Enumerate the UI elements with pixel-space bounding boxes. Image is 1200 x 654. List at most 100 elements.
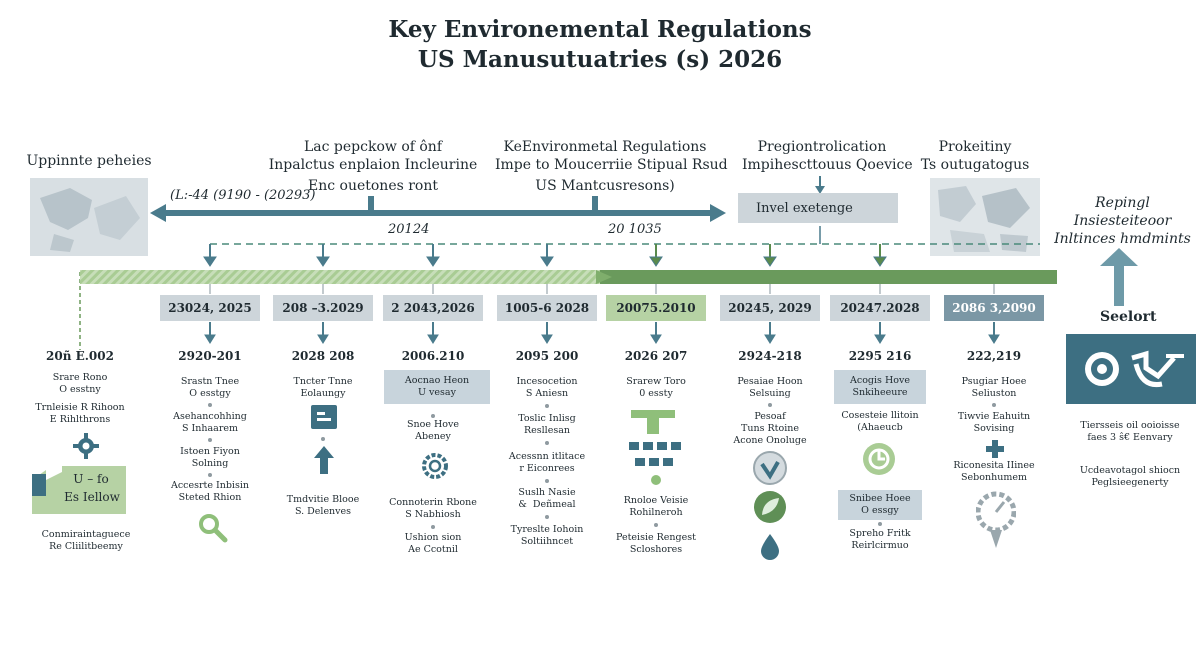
diagram-subtitle: US Manusutuatries (s) 2026 [417,46,783,73]
checkmark-badge-icon [752,450,788,486]
left-column-item-2: Trnleisie R Rihoon E Rihlthrons [35,402,125,425]
us-map-left-image [30,178,148,260]
col-5-item-1: Srarew Toro 0 essty [626,376,686,399]
header-right-line-1: Repingl [1095,195,1150,211]
col-2-item-2: Tmdvitie Blooe S. Delenves [286,494,360,517]
upload-icon [314,446,334,474]
us-map-right-image [930,178,1040,260]
col-5-item-3: Peteisie Rengest Scloshores [616,532,696,555]
invel-exchange-label: Invel exetenge [756,200,853,216]
header-2-line-2: Impe to Moucerriie Stipual Rsud [495,157,728,173]
col-1-dot [208,473,212,477]
header-right-line-3: Inltinces hmdmints [1054,231,1191,247]
col-3-dot [431,414,435,418]
box-arrows [204,322,1000,344]
date-box-1: 23024, 2025 [160,295,260,321]
date-box-6: 20245, 2029 [720,295,820,321]
date-box-8: 2086 3,2090 [944,295,1044,321]
right-panel-text-2: Ucdeavotagol shiocn Peglsieegenerty [1079,465,1181,488]
col-7-item-2: Cosesteie llitoin (Ahaeucb [841,410,919,433]
col-4-item-5: Tyreslte Iohoin Soltiihncet [510,524,584,547]
filter-pipe-icon [627,406,687,470]
right-panel-text-1: Tiersseis oil ooioisse faes 3 ŝ€ Eenvary [1080,420,1180,443]
header-4-line-2: Ts outugatogus [920,157,1030,173]
timeline-bar [80,270,1057,284]
year-label-1: 20124 [388,222,430,237]
col-2-dot [321,437,325,441]
header-group-2: KeEnvironmetal Regulations Impe to Mouce… [495,138,728,195]
recycle-icon [861,441,897,477]
col-8-item-2: Tiwvie Eahuitn Sovising [957,411,1031,434]
header-1-line-2: Inpalctus enplaion Incleurine [268,157,478,173]
col-4-item-4: Suslh Nasie & Deñmeal [518,487,576,510]
col-6-dot [768,403,772,407]
col-4-dot [545,515,549,519]
col-3-item-1: Aocnao Heon U vesay [384,370,490,404]
col-4-date: 2095 200 [515,349,579,363]
date-box-5: 20075.2010 [606,295,706,321]
col-1-item-3: Istoen Fiyon Solning [180,446,240,469]
right-panel-graphic [1066,334,1196,404]
header-right-line-2: Insiesteiteoor [1073,213,1172,229]
col-7-dot [878,522,882,526]
col-3-item-4: Ushion sion Ae Ccotnil [404,532,462,555]
col-1-item-2: Asehancohhing S Inhaarem [173,411,247,434]
col-2-date: 2028 208 [291,349,355,363]
year-arrows [203,244,887,267]
col-7-item-3: Snibee Hoee O essgy [838,490,922,520]
bar-connectors [209,284,995,294]
col-7-item-1: Acogis Hove Snkiheeure [834,370,926,404]
header-2-line-1: KeEnvironmetal Regulations [503,139,707,155]
col-5-date: 2026 207 [624,349,688,363]
col-1-date: 2920-201 [178,349,242,363]
col-8-item-3: Riconesita IIinee Sebonhumem [953,460,1035,483]
col-1-item-1: Srastn Tnee O esstgy [180,376,240,399]
col-1-item-4: Accesrte Inbisin Steted Rhion [170,480,250,503]
water-drop-icon [759,532,781,560]
col-3-date: 2006.210 [401,349,465,363]
date-box-4: 1005-6 2028 [497,295,597,321]
plus-icon [986,440,1004,458]
col-3-item-3: Connoterin Rbone S Nabhiosh [389,497,477,520]
col-8-dot [992,403,996,407]
col-7-item-4: Spreho Fritk Reirlcirmuo [849,528,911,551]
col-1-dot [208,403,212,407]
col-8-date: 222,219 [966,349,1022,363]
settings-gear-icon [420,451,450,481]
document-icon [311,405,337,429]
col-3-item-2: Snoe Hove Abeney [407,419,459,442]
col-8-item-1: Psugiar Hoee Seliuston [961,376,1027,399]
left-box-line-2: Es Iellow [64,490,120,504]
date-box-2: 208 –3.2029 [273,295,373,321]
col-5-item-2: Rnoloe Veisie Rohilneroh [623,495,689,518]
header-group-3: Pregiontrolication Impihescttouus Qoevic… [742,138,913,174]
header-1-line-1: Lac pepckow of ônf [303,139,443,155]
gauge-gear-icon [976,490,1016,552]
col-4-dot [545,479,549,483]
date-box-3: 2 2043,2026 [383,295,483,321]
col-3-dot [431,525,435,529]
col-4-item-1: Incesocetion S Aniesn [516,376,578,399]
header-group-4: Prokeitiny Ts outugatogus [920,138,1030,174]
leaf-icon [753,490,787,524]
left-column-item-1: Srare Rono O esstny [52,372,108,395]
header-left: Uppinnte peheies [26,153,152,169]
col-2-item-1: Tncter Tnne Eolaungy [293,376,353,399]
left-box-line-1: U – fo [73,472,109,486]
diagram-title: Key Environemental Regulations [388,16,812,43]
date-box-7: 20247.2028 [830,295,930,321]
col-4-dot [545,441,549,445]
col-4-item-2: Toslic Inlisg Resllesan [518,413,576,436]
header-2-line-3: US Mantcusresons) [535,178,675,194]
col-7-date: 2295 216 [848,349,912,363]
col-6-item-1: Pesaiae Hoon Selsuing [737,376,803,399]
year-label-2: 20 1035 [608,222,662,237]
header-group-right: Repingl Insiesteiteoor Inltinces hmdmint… [1050,194,1195,248]
invel-exchange-box: Invel exetenge [738,193,898,223]
green-dot-icon [650,474,662,486]
col-4-item-3: Acessnn itlitace r Eiconrees [508,451,586,474]
col-6-date: 2924-218 [738,349,802,363]
left-column-bottom: Conmiraintaguece Re Cliilitbeemy [41,529,131,552]
gear-icon [72,432,100,460]
col-6-item-2: Pesoaf Tuns Rtoine Acone Onoluge [733,411,807,446]
